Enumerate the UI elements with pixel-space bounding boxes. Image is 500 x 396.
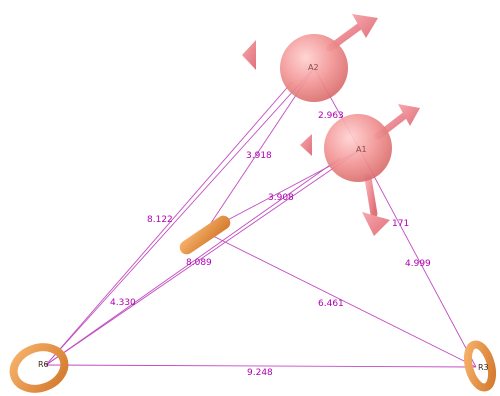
line-a2-r6-b (45, 81, 293, 366)
distance-lines (45, 67, 477, 368)
acceptor-a1[interactable]: A1 (300, 104, 420, 236)
a2-label: A2 (308, 63, 319, 72)
aromatic-ring-center[interactable] (177, 213, 233, 257)
dist-center-r6b: 8.089 (186, 258, 212, 268)
r6-label: R6 (38, 360, 49, 369)
aromatic-ring-r6[interactable]: R6 (8, 340, 71, 395)
dist-a2-r6: 8.122 (147, 215, 173, 225)
dist-a2-a1: 2.963 (318, 111, 344, 121)
line-a2-r6 (45, 67, 315, 366)
a1-label: A1 (356, 145, 367, 154)
a1-sphere (324, 114, 392, 182)
r3-label: R3 (478, 363, 489, 372)
acceptor-a2[interactable]: A2 (242, 14, 378, 102)
a2-arrow-right (326, 14, 378, 52)
a2-sphere (280, 34, 348, 102)
aromatic-ring-r3[interactable]: R3 (463, 340, 497, 392)
line-a1-r6 (45, 149, 361, 366)
dist-center-r3: 6.461 (318, 299, 344, 309)
dist-a2-center: 3.918 (246, 151, 272, 161)
dist-a1-vec: 171 (392, 219, 409, 229)
line-center-r3 (204, 231, 477, 368)
distance-labels: 2.963 3.918 8.122 3.908 171 4.999 8.089 … (110, 111, 431, 378)
line-r6-r3 (45, 364, 477, 368)
dist-center-r6: 4.330 (110, 298, 136, 308)
a1-arrow-down (362, 174, 390, 236)
dist-a1-r3: 4.999 (405, 259, 431, 269)
line-a1-r6-b (45, 157, 341, 366)
dist-a1-center: 3.908 (268, 193, 294, 203)
line-a1-r3 (359, 149, 477, 368)
dist-r6-r3: 9.248 (247, 368, 273, 378)
